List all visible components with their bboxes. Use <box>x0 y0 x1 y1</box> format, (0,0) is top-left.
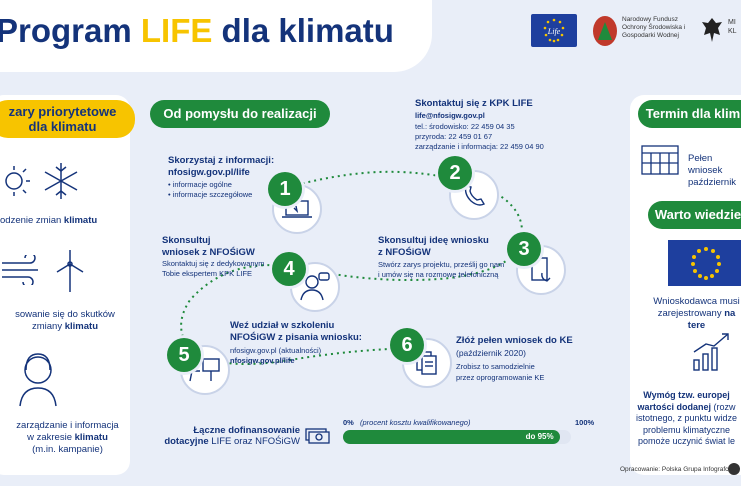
step-3-line-1: Stwórz zarys projektu, prześlij go nam <box>378 260 505 269</box>
step-2-email[interactable]: life@nfosigw.gov.pl <box>415 111 485 120</box>
worth-knowing-heading: Warto wiedzie <box>648 201 741 229</box>
step-1-link[interactable]: nfosigw.gov.pl/life <box>168 167 250 178</box>
step-6-line-1: Zrobisz to samodzielnie <box>456 362 535 371</box>
footer-credit: Opracowanie: Polska Grupa Infografczna <box>620 466 739 473</box>
step-2-phone-3: zarządzanie i informacja: 22 459 04 90 <box>415 142 544 151</box>
progress-start-label: 0% <box>343 418 354 427</box>
step-1-bullet-1: • informacje ogólne <box>168 180 232 189</box>
step-2-phone-2: przyroda: 22 459 01 67 <box>415 132 493 141</box>
step-1-bullet-2: • informacje szczegółowe <box>168 190 253 199</box>
registered-text: Wnioskodawca musi zarejestrowany na tere <box>653 296 740 331</box>
step-6-badge: 6 <box>390 328 424 362</box>
eu-flag-icon <box>668 240 741 291</box>
step-5-link-1[interactable]: nfosigw.gov.pl (aktualności) <box>230 346 322 355</box>
snowflake-icon <box>40 160 82 207</box>
growth-chart-icon <box>690 330 734 377</box>
ministry-logo-text: MI KL <box>728 19 737 35</box>
wind-icon <box>0 252 46 290</box>
step-3-title: Skonsultuj ideę wniosku z NFOŚiGW <box>378 235 489 258</box>
step-4-line-1: Skontaktuj się z dedykowanym <box>162 259 265 268</box>
svg-text:Life: Life <box>547 27 561 36</box>
step-5-title: Weź udział w szkoleniu NFOŚiGW z pisania… <box>230 320 362 343</box>
progress-note: (procent kosztu kwalifikowanego) <box>360 418 471 427</box>
step-1-badge: 1 <box>268 172 302 206</box>
deadline-heading: Termin dla klim <box>638 100 741 128</box>
step-4-line-2: Tobie ekspertem KPK LIFE <box>162 269 253 278</box>
person-icon <box>14 350 62 413</box>
priority-areas-heading: zary priorytetowe dla klimatu <box>0 100 135 138</box>
step-4-badge: 4 <box>272 252 306 286</box>
step-2-phone-1: tel.: środowisko: 22 459 04 35 <box>415 122 515 131</box>
page-title: Program LIFE dla klimatu <box>0 12 394 49</box>
priority-mitigation-text: odzenie zmian klimatu <box>0 215 98 226</box>
step-6-line-2: przez oprogramowanie KE <box>456 373 545 382</box>
funding-progress-value: do 95% <box>525 432 554 441</box>
title-banner <box>0 0 432 72</box>
progress-end-label: 100% <box>575 418 595 427</box>
funding-progress-fill <box>343 430 560 444</box>
step-2-title: Skontaktuj się z KPK LIFE <box>415 98 533 109</box>
money-icon <box>303 423 333 452</box>
step-3-badge: 3 <box>507 232 541 266</box>
eu-life-logo: Life <box>531 14 577 47</box>
step-4-title: Skonsultuj wniosek z NFOŚiGW <box>162 235 255 258</box>
eagle-emblem-icon <box>700 15 724 45</box>
pgi-logo-icon <box>728 463 740 475</box>
step-5-link-2[interactable]: nfosigw.gov.pl/life <box>230 356 295 365</box>
nfosigw-logo-text: Narodowy Fundusz Ochrony Środowiska i Go… <box>622 16 686 39</box>
step-1-title: Skorzystaj z informacji: <box>168 155 275 166</box>
priority-governance-text: zarządzanie i informacja w zakresie klim… <box>16 420 119 455</box>
priority-areas-panel <box>0 95 130 475</box>
step-6-date: (październik 2020) <box>456 348 526 358</box>
step-6-title: Złóż pełen wniosek do KE <box>456 335 573 346</box>
calendar-icon <box>640 142 680 181</box>
from-idea-heading: Od pomysłu do realizacji <box>150 100 330 128</box>
deadline-text: Pełen wniosek październik <box>688 153 737 188</box>
sun-icon <box>0 163 36 204</box>
step-5-badge: 5 <box>167 338 201 372</box>
priority-adaptation-text: sowanie się do skutków zmiany klimatu <box>15 309 115 332</box>
wind-turbine-icon <box>52 248 88 299</box>
step-2-badge: 2 <box>438 156 472 190</box>
funding-label: Łączne dofinansowanie dotacyjne LIFE ora… <box>164 425 300 447</box>
added-value-text: Wymóg tzw. europej wartości dodanej (roz… <box>636 390 738 446</box>
step-3-line-2: i umów się na rozmowę telefoniczną <box>378 270 499 279</box>
nfosigw-logo <box>593 16 617 46</box>
